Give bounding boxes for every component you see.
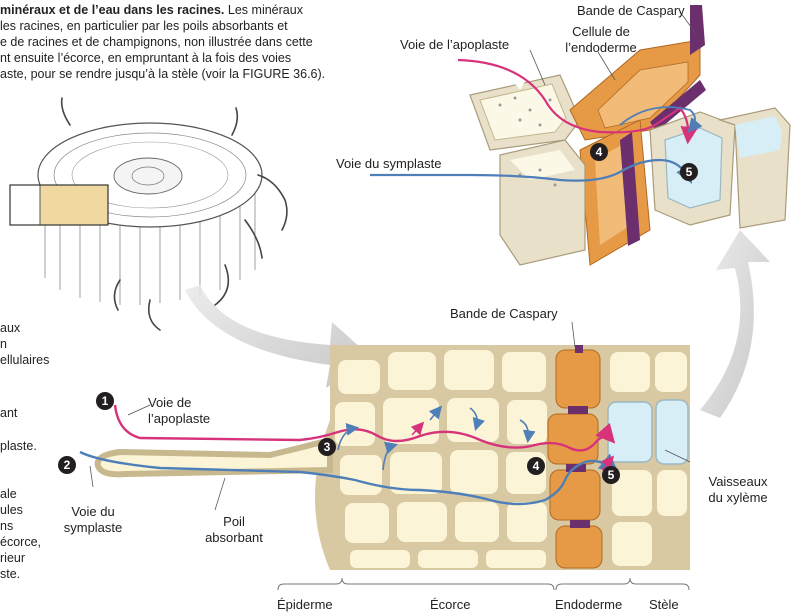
margin-text-9: écorce, bbox=[0, 534, 41, 550]
step-5-badge: 5 bbox=[602, 466, 620, 484]
main-caspary-label: Bande de Caspary bbox=[450, 306, 558, 322]
step-2-badge: 2 bbox=[58, 456, 76, 474]
inset-apoplast-label: Voie de l’apoplaste bbox=[400, 37, 509, 53]
step-3-badge: 3 bbox=[318, 438, 336, 456]
main-symplast-label: Voie du symplaste bbox=[55, 504, 131, 536]
caption-title: minéraux et de l’eau dans les racines. bbox=[0, 3, 224, 17]
main-apoplast-label-2: l’apoplaste bbox=[148, 411, 210, 426]
root-hair-label-2: absorbant bbox=[205, 530, 263, 545]
margin-text-8: ns bbox=[0, 518, 13, 534]
inset-step-5-badge: 5 bbox=[680, 163, 698, 181]
inset-caspary-label: Bande de Caspary bbox=[577, 3, 685, 19]
margin-text-10: rieur bbox=[0, 550, 25, 566]
root-hair-label-1: Poil bbox=[223, 514, 245, 529]
margin-text-6: ale bbox=[0, 486, 17, 502]
main-apoplast-label: Voie de l’apoplaste bbox=[148, 395, 210, 427]
tissue-label-epiderme: Épiderme bbox=[277, 597, 333, 613]
caption-line-1: Les minéraux bbox=[228, 3, 303, 17]
xylem-label-2: du xylème bbox=[708, 490, 767, 505]
inset-endoderm-cell-label: Cellule de l’endoderme bbox=[555, 24, 647, 56]
tissue-block bbox=[98, 345, 690, 570]
main-symplast-label-1: Voie du bbox=[71, 504, 114, 519]
main-apoplast-label-1: Voie de bbox=[148, 395, 191, 410]
inset-endoderm-cell-label-2: l’endoderme bbox=[565, 40, 637, 55]
margin-text-2: n bbox=[0, 336, 7, 352]
caption-line-2: les racines, en particulier par les poil… bbox=[0, 19, 288, 33]
figure-caption: minéraux et de l’eau dans les racines. L… bbox=[0, 2, 380, 82]
xylem-label-1: Vaisseaux bbox=[708, 474, 767, 489]
tissue-label-stele: Stèle bbox=[649, 597, 679, 613]
step-1-badge: 1 bbox=[96, 392, 114, 410]
main-symplast-label-2: symplaste bbox=[64, 520, 123, 535]
root-hair-label: Poil absorbant bbox=[195, 514, 273, 546]
root-cross-section bbox=[10, 98, 287, 330]
inset-symplast-label: Voie du symplaste bbox=[336, 156, 442, 172]
zoom-arrow-right bbox=[700, 230, 770, 418]
xylem-label: Vaisseaux du xylème bbox=[698, 474, 778, 506]
caption-line-3: e de racines et de champignons, non illu… bbox=[0, 35, 313, 49]
margin-text-11: ste. bbox=[0, 566, 20, 582]
tissue-label-ecorce: Écorce bbox=[430, 597, 470, 613]
inset-endoderm-cell-label-1: Cellule de bbox=[572, 24, 630, 39]
margin-text-5: plaste. bbox=[0, 438, 37, 454]
margin-text-3: ellulaires bbox=[0, 352, 49, 368]
tissue-label-endoderme: Endoderme bbox=[555, 597, 622, 613]
step-4-badge: 4 bbox=[527, 457, 545, 475]
margin-text-1: aux bbox=[0, 320, 20, 336]
inset-step-4-badge: 4 bbox=[590, 143, 608, 161]
caption-line-4: nt ensuite l’écorce, en empruntant à la … bbox=[0, 51, 291, 65]
margin-text-7: ules bbox=[0, 502, 23, 518]
margin-text-4: ant bbox=[0, 405, 17, 421]
caption-line-5: aste, pour se rendre jusqu’à la stèle (v… bbox=[0, 67, 325, 81]
